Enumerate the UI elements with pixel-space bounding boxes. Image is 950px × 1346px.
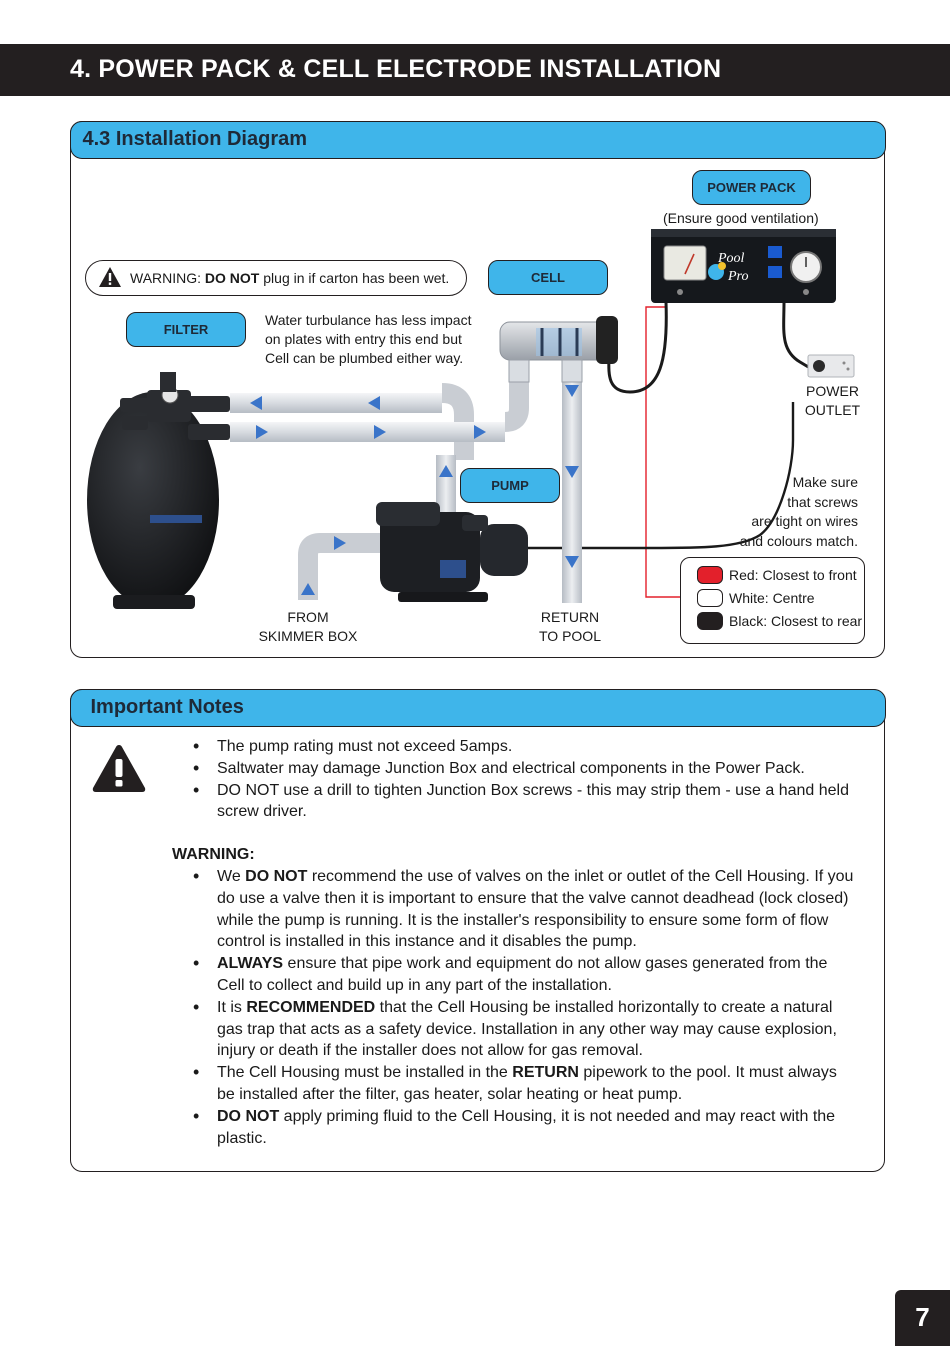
logo-line2: Pro	[727, 269, 748, 284]
warning-item-bold: ALWAYS	[217, 955, 283, 972]
warning-item: It is RECOMMENDED that the Cell Housing …	[217, 997, 857, 1062]
warning-item: The Cell Housing must be installed in th…	[217, 1062, 857, 1106]
power-pack-label: POWER PACK	[692, 170, 811, 205]
ventilation-note: (Ensure good ventilation)	[663, 210, 819, 226]
wet-carton-warning-text: WARNING: DO NOT plug in if carton has be…	[130, 270, 449, 286]
power-outlet-icon	[808, 355, 854, 377]
legend-label: White: Centre	[729, 590, 815, 606]
screws-note-line: Make sure	[700, 473, 858, 493]
cell-label-text: CELL	[531, 270, 565, 285]
warning-item-bold: DO NOT	[245, 868, 307, 885]
wet-carton-warning: WARNING: DO NOT plug in if carton has be…	[85, 260, 467, 296]
from-skimmer-label: FROM SKIMMER BOX	[248, 608, 368, 646]
warning-item-bold: RETURN	[512, 1064, 579, 1081]
screws-note-line: that screws	[700, 493, 858, 513]
warning-item-bold: DO NOT	[217, 1108, 279, 1125]
warning-heading: WARNING:	[172, 844, 255, 866]
warning-item-post: recommend the use of valves on the inlet…	[217, 868, 853, 950]
note-item: Saltwater may damage Junction Box and el…	[217, 758, 857, 780]
general-notes: The pump rating must not exceed 5amps. S…	[217, 736, 857, 823]
return-to-pool-label: RETURN TO POOL	[520, 608, 620, 646]
turbulance-note-line: on plates with entry this end but	[265, 330, 485, 349]
screws-note-line: are tight on wires	[700, 512, 858, 532]
warning-item: ALWAYS ensure that pipe work and equipme…	[217, 953, 857, 997]
black-swatch	[697, 612, 723, 630]
wire-color-legend: Red: Closest to front White: Centre Blac…	[680, 557, 865, 644]
power-outlet-line: POWER	[790, 382, 875, 401]
pump-label-text: PUMP	[491, 478, 529, 493]
warning-item-pre: The Cell Housing must be installed in th…	[217, 1064, 512, 1081]
power-cord	[784, 302, 810, 368]
power-pack-icon: Pool Pro	[651, 229, 836, 303]
screws-note: Make sure that screws are tight on wires…	[700, 473, 858, 551]
warning-item-post: ensure that pipe work and equipment do n…	[217, 955, 827, 994]
warning-item: We DO NOT recommend the use of valves on…	[217, 866, 857, 953]
white-swatch	[697, 589, 723, 607]
turbulance-note-line: Cell can be plumbed either way.	[265, 349, 485, 368]
warning-prefix: WARNING:	[130, 270, 205, 286]
screws-note-line: and colours match.	[700, 532, 858, 552]
return-pool-line: RETURN	[520, 608, 620, 627]
note-item: The pump rating must not exceed 5amps.	[217, 736, 857, 758]
red-swatch	[697, 566, 723, 584]
notes-panel-title: Important Notes	[91, 696, 244, 719]
warning-notes: We DO NOT recommend the use of valves on…	[217, 866, 857, 1149]
from-skimmer-line: FROM	[248, 608, 368, 627]
notes-panel-header: Important Notes	[70, 689, 886, 727]
filter-label: FILTER	[126, 312, 246, 347]
pump-icon	[376, 502, 528, 602]
from-skimmer-line: SKIMMER BOX	[248, 627, 368, 646]
filter-label-text: FILTER	[164, 322, 209, 337]
legend-label: Red: Closest to front	[729, 567, 857, 583]
cell-label: CELL	[488, 260, 608, 295]
warning-suffix: plug in if carton has been wet.	[259, 270, 449, 286]
page-number: 7	[895, 1290, 950, 1346]
page-number-text: 7	[915, 1302, 929, 1332]
warning-item-pre: We	[217, 868, 245, 885]
power-outlet-line: OUTLET	[790, 401, 875, 420]
turbulance-note-line: Water turbulance has less impact	[265, 311, 485, 330]
legend-label: Black: Closest to rear	[729, 613, 862, 629]
warning-triangle-icon	[98, 266, 122, 288]
power-pack-label-text: POWER PACK	[707, 180, 796, 195]
turbulance-note: Water turbulance has less impact on plat…	[265, 311, 485, 368]
sand-filter-icon	[87, 372, 230, 609]
warning-item-post: apply priming fluid to the Cell Housing,…	[217, 1108, 835, 1147]
warning-emphasis: DO NOT	[205, 270, 259, 286]
return-pool-line: TO POOL	[520, 627, 620, 646]
caution-triangle-icon	[91, 743, 147, 794]
power-outlet-label: POWER OUTLET	[790, 382, 875, 420]
pump-label: PUMP	[460, 468, 560, 503]
warning-item: DO NOT apply priming fluid to the Cell H…	[217, 1106, 857, 1150]
warning-item-bold: RECOMMENDED	[246, 999, 375, 1016]
note-item: DO NOT use a drill to tighten Junction B…	[217, 780, 857, 824]
warning-item-pre: It is	[217, 999, 246, 1016]
cell-housing-icon	[500, 316, 618, 382]
